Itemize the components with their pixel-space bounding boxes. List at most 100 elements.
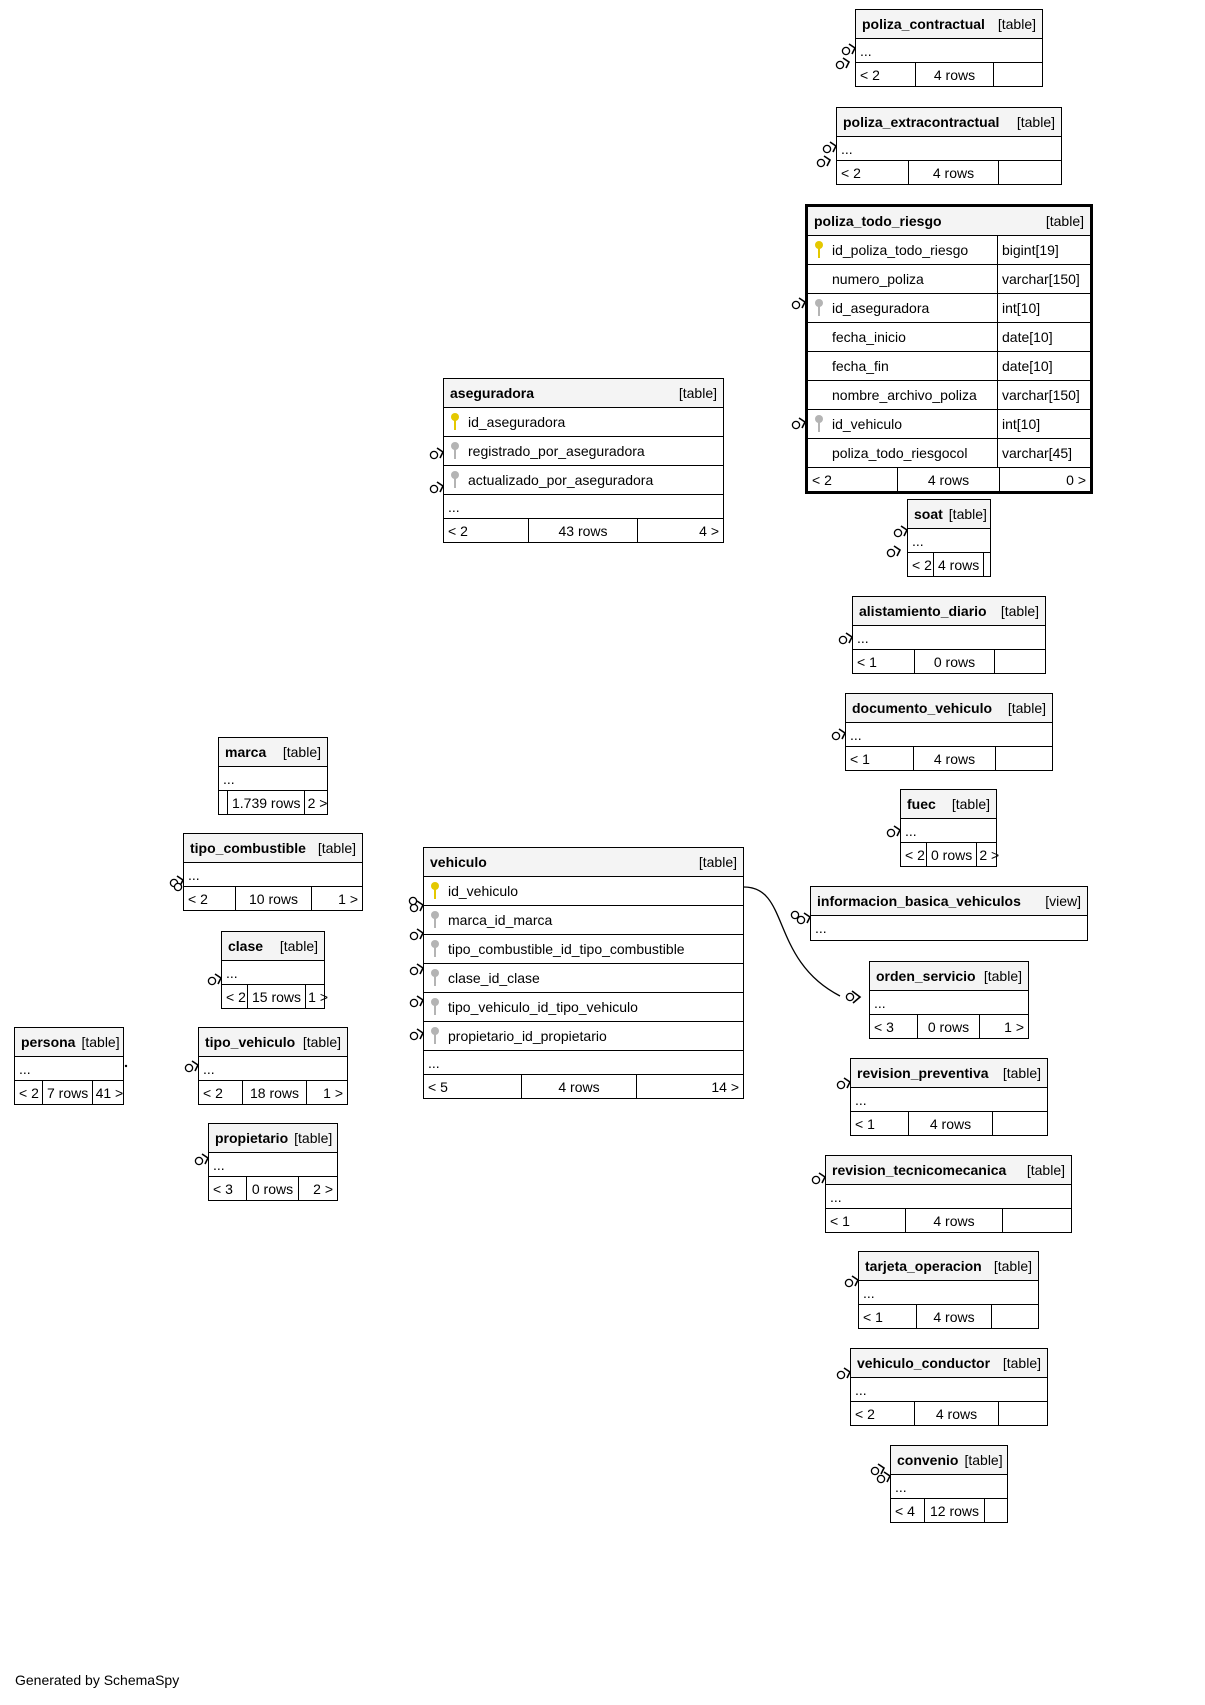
more-columns-ellipsis[interactable]: ... xyxy=(444,495,723,519)
children-count-link[interactable]: 1 > xyxy=(308,988,329,1005)
children-count-link[interactable]: 41 > xyxy=(95,1084,124,1101)
more-columns-ellipsis[interactable]: ... xyxy=(851,1378,1047,1402)
parents-count-link[interactable]: < 3 xyxy=(209,1177,247,1200)
column-row[interactable]: clase_id_clase xyxy=(424,964,743,993)
children-count-link[interactable] xyxy=(995,650,1045,673)
table-name[interactable]: vehiculo_conductor xyxy=(857,1355,991,1371)
table-name[interactable]: clase xyxy=(228,938,264,954)
table-name[interactable]: vehiculo xyxy=(430,854,487,870)
table-name[interactable]: marca xyxy=(225,744,267,760)
column-row[interactable]: registrado_por_aseguradora xyxy=(444,437,723,466)
column-row[interactable]: id_aseguradora xyxy=(444,408,723,437)
table-name[interactable]: tipo_vehiculo xyxy=(205,1034,296,1050)
table-name[interactable]: tipo_combustible xyxy=(190,840,306,856)
parents-count-link[interactable]: < 1 xyxy=(851,1112,909,1135)
more-columns-ellipsis[interactable]: ... xyxy=(837,137,1061,161)
parents-count-link[interactable]: < 2 xyxy=(837,161,909,184)
table-name[interactable]: alistamiento_diario xyxy=(859,603,987,619)
column-row[interactable]: marca_id_marca xyxy=(424,906,743,935)
parents-count-link[interactable]: < 2 xyxy=(851,1402,915,1425)
table-name[interactable]: convenio xyxy=(897,1452,959,1468)
column-row[interactable]: tipo_vehiculo_id_tipo_vehiculo xyxy=(424,993,743,1022)
children-count-link[interactable] xyxy=(993,1112,1047,1135)
table-name[interactable]: revision_tecnicomecanica xyxy=(832,1162,1007,1178)
more-columns-ellipsis[interactable]: ... xyxy=(891,1475,1007,1499)
more-columns-ellipsis[interactable]: ... xyxy=(15,1057,123,1081)
parents-count-link[interactable]: < 1 xyxy=(826,1209,906,1232)
parents-count-link[interactable]: < 2 xyxy=(901,843,927,866)
column-row[interactable]: propietario_id_propietario xyxy=(424,1022,743,1051)
table-name[interactable]: soat xyxy=(914,506,943,522)
table-name[interactable]: propietario xyxy=(215,1130,289,1146)
parents-count-link[interactable]: < 5 xyxy=(424,1075,522,1098)
more-columns-ellipsis[interactable]: ... xyxy=(908,529,990,553)
children-count-link[interactable] xyxy=(994,63,1042,86)
more-columns-ellipsis[interactable]: ... xyxy=(846,723,1052,747)
table-name[interactable]: revision_preventiva xyxy=(857,1065,989,1081)
table-poliza-todo-riesgo[interactable]: poliza_todo_riesgo[table]id_poliza_todo_… xyxy=(805,204,1093,494)
more-columns-ellipsis[interactable]: ... xyxy=(424,1051,743,1075)
children-count-link[interactable] xyxy=(984,553,992,576)
parents-count-link[interactable]: < 2 xyxy=(856,63,916,86)
children-count-link[interactable] xyxy=(996,747,1052,770)
children-count-link[interactable]: 1 > xyxy=(338,890,358,907)
more-columns-ellipsis[interactable]: ... xyxy=(856,39,1042,63)
parents-count-link[interactable]: < 2 xyxy=(808,468,898,491)
column-row[interactable]: tipo_combustible_id_tipo_combustible xyxy=(424,935,743,964)
column-row[interactable]: actualizado_por_aseguradora xyxy=(444,466,723,495)
more-columns-ellipsis[interactable]: ... xyxy=(826,1185,1071,1209)
more-columns-ellipsis[interactable]: ... xyxy=(209,1153,337,1177)
parents-count-link[interactable]: < 1 xyxy=(853,650,915,673)
table-name[interactable]: aseguradora xyxy=(450,385,535,401)
table-name[interactable]: orden_servicio xyxy=(876,968,976,984)
parents-count-link[interactable]: < 2 xyxy=(184,887,236,910)
table-name[interactable]: poliza_contractual xyxy=(862,16,985,32)
more-columns-ellipsis[interactable]: ... xyxy=(870,991,1028,1015)
children-count-link[interactable] xyxy=(1003,1209,1071,1232)
table-informacion-basica-vehiculos[interactable]: informacion_basica_vehiculos[view]... xyxy=(810,886,1088,941)
parents-count-link[interactable]: < 2 xyxy=(199,1081,243,1104)
parents-count-link[interactable]: < 2 xyxy=(444,519,529,542)
more-columns-ellipsis[interactable]: ... xyxy=(184,863,362,887)
children-count-link[interactable] xyxy=(985,1499,1007,1522)
children-count-link[interactable] xyxy=(999,161,1061,184)
table-name[interactable]: tarjeta_operacion xyxy=(865,1258,982,1274)
more-columns-ellipsis[interactable]: ... xyxy=(222,961,324,985)
children-count-link[interactable] xyxy=(992,1305,1038,1328)
children-count-link[interactable]: 1 > xyxy=(1004,1018,1024,1035)
parents-count-link[interactable]: < 2 xyxy=(222,985,248,1008)
children-count-link[interactable]: 14 > xyxy=(711,1078,739,1095)
more-columns-ellipsis[interactable]: ... xyxy=(219,767,327,791)
more-columns-ellipsis[interactable]: ... xyxy=(901,819,996,843)
table-name[interactable]: poliza_todo_riesgo xyxy=(814,213,942,229)
children-count-link[interactable]: 0 > xyxy=(1066,471,1086,488)
parents-count-link[interactable]: < 1 xyxy=(846,747,914,770)
more-columns-ellipsis[interactable]: ... xyxy=(815,920,827,936)
more-columns-ellipsis[interactable]: ... xyxy=(199,1057,347,1081)
more-columns-ellipsis[interactable]: ... xyxy=(859,1281,1038,1305)
